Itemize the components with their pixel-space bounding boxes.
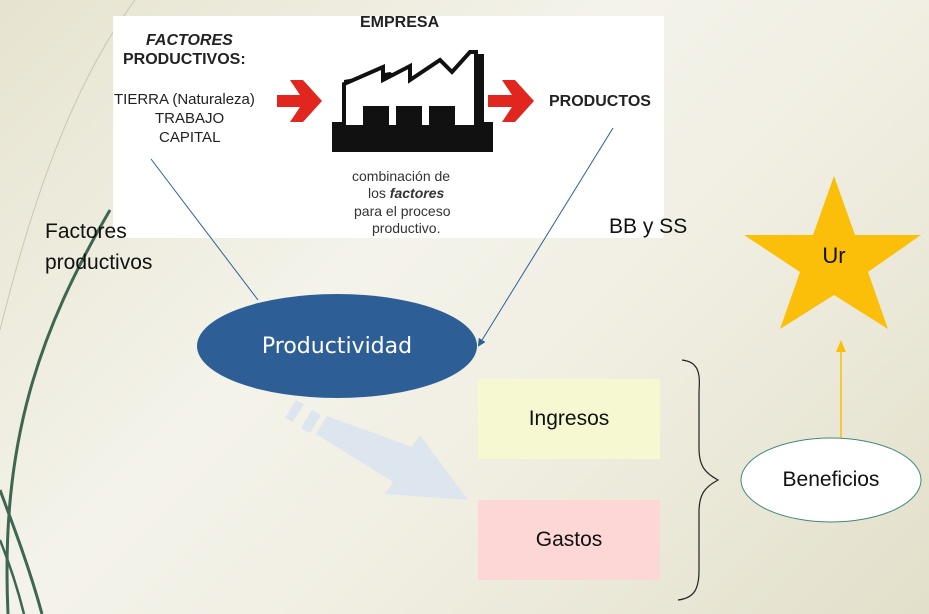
factor-trabajo: TRABAJO [155,110,225,127]
productividad-node: Productividad [261,333,413,359]
decorative-curve [0,539,26,614]
factor-capital: CAPITAL [159,129,221,146]
gastos-box: Gastos [478,500,660,580]
caption-line-2: los factores [368,185,444,201]
ingresos-box: Ingresos [478,379,660,459]
decorative-curve [5,209,112,614]
productividad-ellipse [197,294,477,398]
empresa-title: EMPRESA [360,14,440,31]
star-shape [744,176,921,329]
arrow-head-ur [836,340,846,352]
caption-line-4: productivo. [372,220,441,236]
connector-productos [477,127,614,347]
caption-factores: factores [389,185,445,201]
factores-title: FACTORES [146,32,233,49]
beneficios-node: Beneficios [782,468,880,491]
decorative-curve-thin [0,0,136,331]
ur-node: Ur [822,243,846,268]
brace-icon [677,359,720,601]
block-arrow-icon [285,400,468,500]
factores-productivos-label-1: Factores [45,220,127,243]
productivos-title: PRODUCTIVOS: [123,51,246,68]
red-arrow-in-icon [277,80,322,122]
decorative-curve [0,489,44,614]
factor-tierra: TIERRA (Naturaleza) [114,91,255,108]
connector-factores [150,158,259,301]
caption-line-3: para el proceso [354,203,451,219]
red-arrow-out-icon [488,80,534,122]
caption-los: los [368,185,386,201]
factores-productivos-label-2: productivos [45,251,153,274]
productos-label: PRODUCTOS [549,93,651,110]
caption-line-1: combinación de [352,168,451,184]
beneficios-ellipse [740,437,922,523]
bb-ss-label: BB y SS [609,215,688,238]
factory-icon [332,50,493,152]
